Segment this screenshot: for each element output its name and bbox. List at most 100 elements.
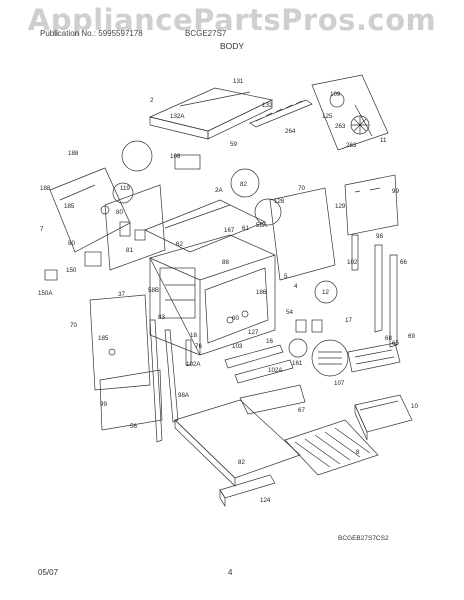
part-callout-69: 69 [408, 333, 415, 340]
part-callout-99: 99 [100, 401, 107, 408]
trim-98-part [374, 244, 383, 333]
part-callout-58B: 58B [148, 287, 159, 294]
part-callout-8: 8 [356, 449, 360, 456]
part-callout-81: 81 [126, 247, 133, 254]
part-callout-150A: 150A [38, 290, 53, 297]
insulation-top-part [144, 199, 266, 253]
part-callout-132: 132 [262, 102, 273, 109]
part-callout-108: 108 [170, 153, 181, 160]
model-number: BCGE27S7 [185, 29, 227, 38]
back-panel-part [344, 174, 399, 236]
part-callout-128: 128 [274, 198, 285, 205]
terminal-block-150A-part [44, 269, 58, 281]
part-callout-127: 127 [248, 329, 259, 336]
part-callout-185: 185 [98, 335, 109, 342]
watermark: AppliancePartsPros.com [27, 3, 437, 37]
broil-pan-part [354, 394, 413, 441]
part-callout-124: 124 [260, 497, 271, 504]
part-callout-132A: 132A [170, 113, 185, 120]
oven-cavity-part [149, 234, 276, 356]
trim-98A-part [164, 329, 179, 423]
part-callout-7: 7 [40, 226, 44, 233]
part-callout-61: 61 [242, 225, 249, 232]
component-108-part [174, 154, 201, 170]
part-callout-264: 264 [285, 128, 296, 135]
detail-circle-128 [254, 198, 282, 226]
part-callout-2A: 2A [215, 187, 223, 194]
convection-fan-detail [311, 74, 389, 151]
part-callout-82: 82 [238, 459, 245, 466]
bottom-panel-82-part [174, 399, 301, 487]
part-callout-129: 129 [335, 203, 346, 210]
part-callout-103: 103 [232, 343, 243, 350]
part-callout-188: 188 [40, 185, 51, 192]
oven-rack-part [284, 419, 379, 476]
part-callout-188: 188 [68, 150, 79, 157]
part-callout-17: 17 [345, 317, 352, 324]
part-callout-70: 70 [298, 185, 305, 192]
kick-panel-124-part [219, 474, 276, 508]
part-callout-98: 98 [376, 233, 383, 240]
part-callout-10: 10 [411, 403, 418, 410]
part-callout-102: 102 [347, 259, 358, 266]
footer-page-number: 4 [228, 568, 233, 577]
part-callout-161: 161 [292, 360, 303, 367]
diagram-reference-code: BCGEB27S7CS2 [338, 535, 389, 542]
part-callout-12: 12 [322, 289, 329, 296]
trim-102-part [351, 234, 359, 271]
top-cover-part [148, 87, 274, 140]
component-54-part [295, 319, 307, 333]
part-callout-125: 125 [322, 113, 333, 120]
detail-circle-119 [112, 182, 134, 204]
part-callout-82: 82 [240, 181, 247, 188]
component-17-part [311, 319, 323, 333]
part-callout-16: 16 [266, 338, 273, 345]
rear-panel-part [104, 184, 166, 271]
part-callout-99: 99 [392, 188, 399, 195]
part-callout-131: 131 [233, 78, 244, 85]
part-callout-67: 67 [298, 407, 305, 414]
part-callout-4: 4 [294, 283, 298, 290]
bracket-150-part [84, 251, 102, 267]
part-callout-109: 109 [330, 91, 341, 98]
part-callout-11: 11 [380, 137, 387, 144]
part-callout-58A: 58A [256, 222, 268, 229]
frame-102A-part [234, 359, 294, 384]
part-callout-107: 107 [334, 380, 345, 387]
part-callout-80: 80 [68, 240, 75, 247]
part-callout-65: 65 [392, 340, 399, 347]
part-callout-80: 80 [116, 209, 123, 216]
part-callout-37: 37 [118, 291, 125, 298]
footer-date: 05/07 [38, 568, 59, 577]
part-callout-186: 186 [256, 289, 267, 296]
trim-56-part [149, 319, 163, 443]
part-callout-167: 167 [224, 227, 235, 234]
part-callout-5: 5 [284, 273, 288, 280]
part-callout-263: 263 [335, 123, 346, 130]
bracket-18-part [185, 339, 192, 366]
part-callout-119: 119 [120, 185, 130, 192]
vent-grille-part [249, 99, 313, 128]
bake-element-part [239, 384, 306, 415]
part-callout-62: 62 [176, 241, 183, 248]
part-callout-102A: 102A [186, 361, 201, 368]
detail-circle-89 [121, 140, 153, 172]
part-callout-185: 185 [64, 203, 75, 210]
light-ring-part [288, 338, 308, 358]
section-title: BODY [219, 41, 245, 51]
part-callout-59: 59 [230, 141, 237, 148]
convection-cover-part [311, 339, 349, 377]
part-callout-18: 18 [190, 332, 197, 339]
part-callout-70: 70 [70, 322, 77, 329]
detail-circle-82 [230, 168, 260, 198]
trim-66-part [389, 254, 398, 348]
part-callout-68: 68 [385, 335, 392, 342]
part-callout-263: 263 [346, 142, 357, 149]
part-callout-83: 83 [158, 314, 165, 321]
part-callout-56: 56 [130, 423, 137, 430]
part-callout-54: 54 [286, 309, 293, 316]
lower-panel-99-part [99, 369, 163, 431]
detail-circle-12 [314, 280, 338, 304]
